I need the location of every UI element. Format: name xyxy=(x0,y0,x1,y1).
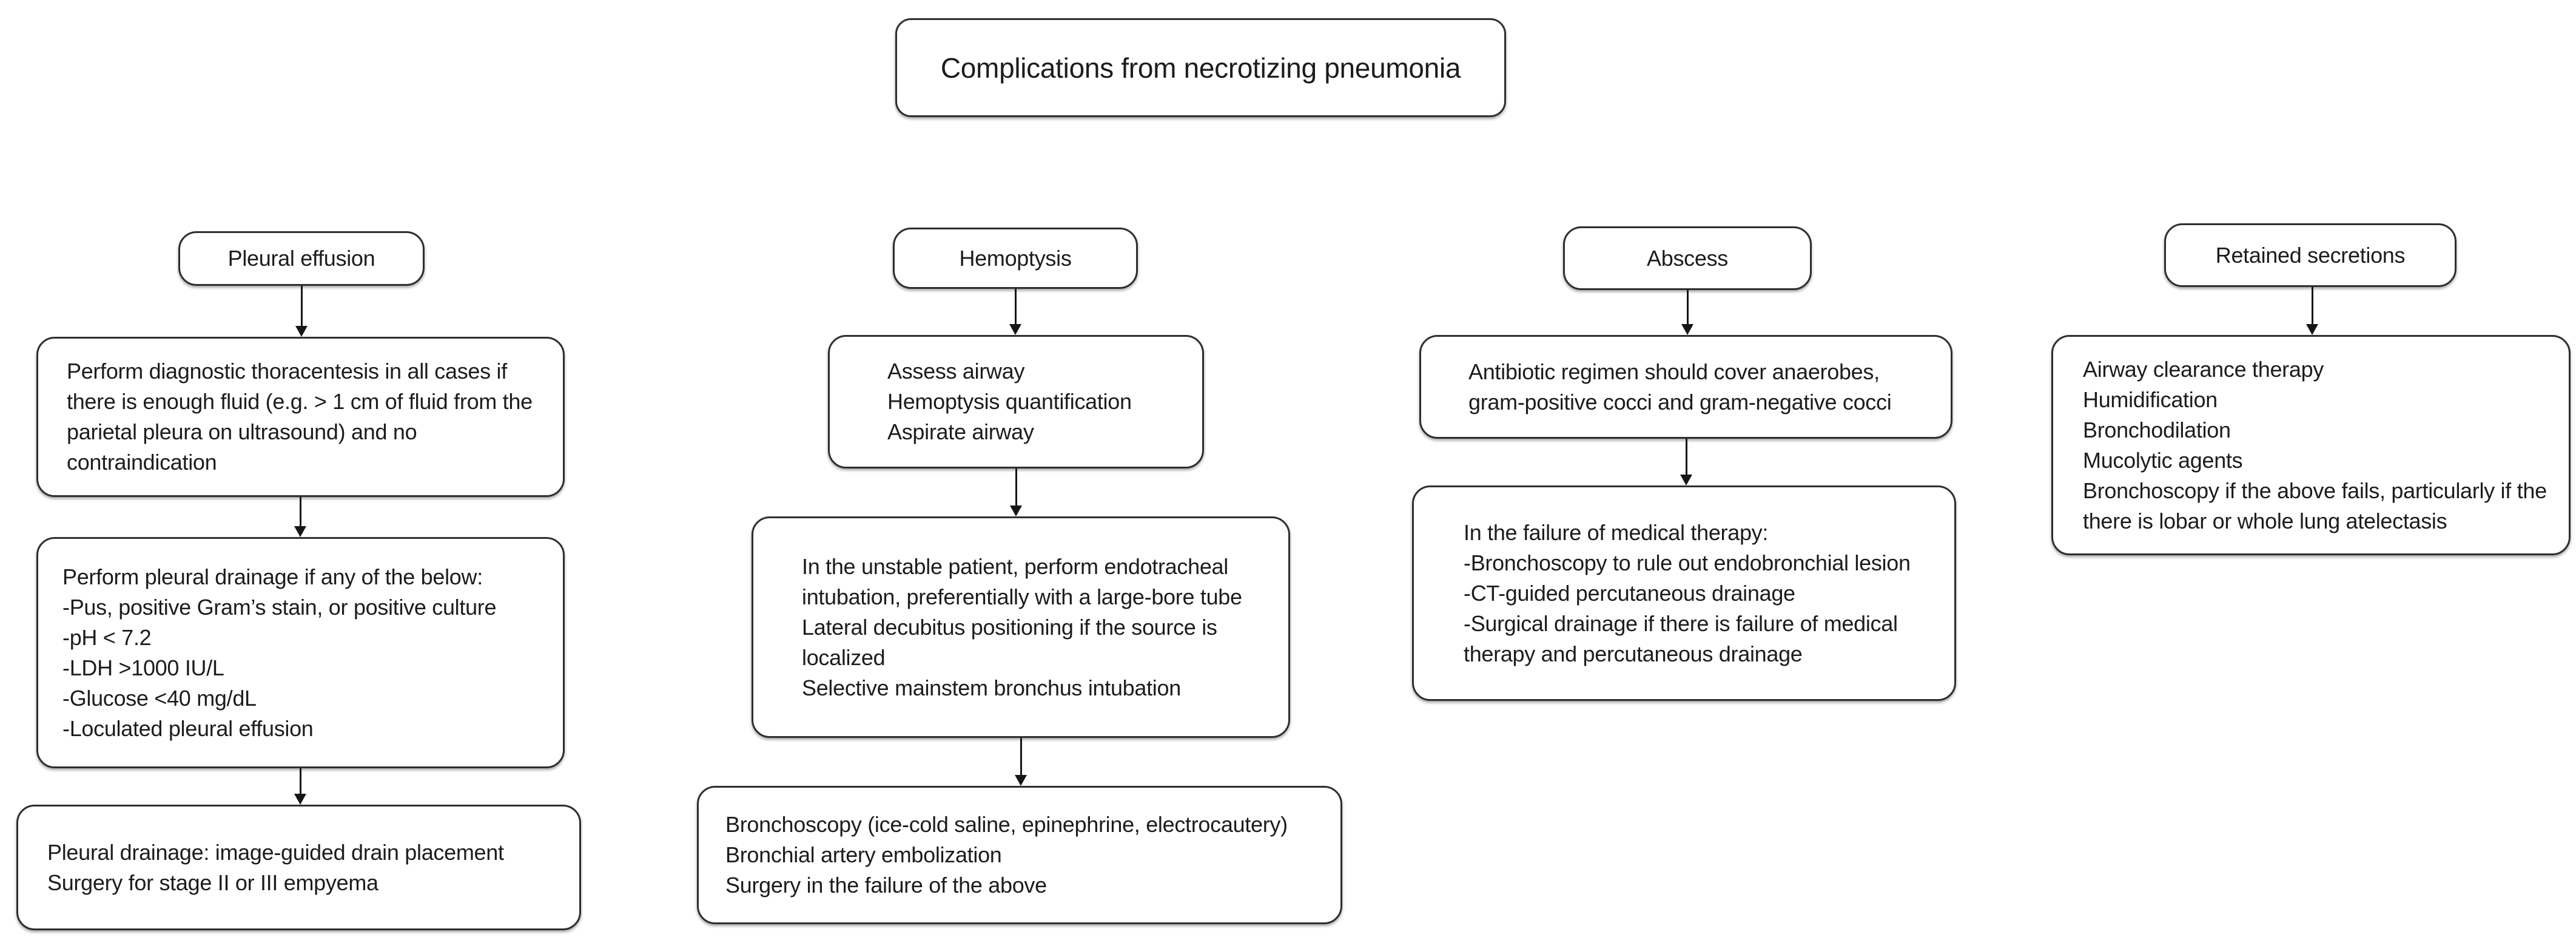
title-text: Complications from necrotizing pneumonia xyxy=(940,52,1461,84)
box-text-line: Bronchoscopy (ice-cold saline, epinephri… xyxy=(725,812,1288,837)
flow-arrow xyxy=(1681,290,1693,335)
box-text-line: -Bronchoscopy to rule out endobronchial … xyxy=(1464,550,1911,575)
arrow-shaft xyxy=(299,497,301,528)
flow-arrow xyxy=(295,286,308,337)
box-text-line: -Loculated pleural effusion xyxy=(62,715,314,741)
box-text-line: Perform pleural drainage if any of the b… xyxy=(62,564,483,589)
arrow-head-icon xyxy=(294,794,306,805)
box-text-line: -Pus, positive Gram’s stain, or positive… xyxy=(62,594,497,620)
box-pleural-drainage-criteria: Perform pleural drainage if any of the b… xyxy=(36,537,565,768)
arrow-head-icon xyxy=(1681,324,1693,335)
box-diagnostic-thoracentesis: Perform diagnostic thoracentesis in all … xyxy=(36,337,565,497)
box-failure-of-medical-therapy: In the failure of medical therapy: -Bron… xyxy=(1412,485,1956,701)
box-text-line: Perform diagnostic thoracentesis in all … xyxy=(67,359,533,475)
box-airway-clearance: Airway clearance therapy Humidification … xyxy=(2051,335,2571,555)
column-header-label: Retained secretions xyxy=(2215,242,2406,268)
arrow-shaft xyxy=(1020,738,1022,777)
arrow-shaft xyxy=(299,768,301,796)
column-header-abscess: Abscess xyxy=(1563,226,1812,290)
arrow-head-icon xyxy=(2306,324,2318,335)
box-bronchoscopy-embolization-surgery: Bronchoscopy (ice-cold saline, epinephri… xyxy=(697,786,1342,924)
box-text-line: In the failure of medical therapy: xyxy=(1464,519,1769,545)
box-antibiotic-regimen: Antibiotic regimen should cover anaerobe… xyxy=(1419,335,1952,439)
box-assess-airway: Assess airway Hemoptysis quantification … xyxy=(828,335,1204,468)
box-text-line: Antibiotic regimen should cover anaerobe… xyxy=(1468,359,1892,414)
box-text-line: Bronchoscopy if the above fails, particu… xyxy=(2083,478,2547,533)
arrow-shaft xyxy=(1686,290,1689,326)
arrow-head-icon xyxy=(295,326,308,337)
flow-arrow xyxy=(2306,287,2318,335)
box-pleural-drainage-treatment: Pleural drainage: image-guided drain pla… xyxy=(16,805,581,930)
box-text-line: Selective mainstem bronchus intubation xyxy=(802,675,1181,700)
box-text-line: Bronchodilation xyxy=(2083,417,2231,442)
arrow-head-icon xyxy=(1015,775,1027,786)
arrow-shaft xyxy=(1014,289,1017,326)
column-header-pleural-effusion: Pleural effusion xyxy=(178,231,425,286)
box-text-line: Assess airway xyxy=(887,359,1025,384)
box-text-line: Surgery in the failure of the above xyxy=(725,873,1047,898)
flow-arrow xyxy=(294,768,306,805)
box-text-line: -LDH >1000 IU/L xyxy=(62,655,224,680)
box-text-line: In the unstable patient, perform endotra… xyxy=(802,553,1242,609)
arrow-shaft xyxy=(1685,439,1687,476)
flow-arrow xyxy=(1015,738,1027,786)
column-header-label: Pleural effusion xyxy=(227,246,375,271)
arrow-head-icon xyxy=(1009,324,1021,335)
flow-arrow xyxy=(1680,439,1692,485)
box-text-line: Aspirate airway xyxy=(887,419,1034,444)
column-header-label: Hemoptysis xyxy=(959,245,1072,271)
column-header-retained-secretions: Retained secretions xyxy=(2164,223,2457,287)
column-header-hemoptysis: Hemoptysis xyxy=(893,228,1138,289)
flow-arrow xyxy=(294,497,306,537)
box-text-line: Humidification xyxy=(2083,387,2218,412)
box-text-line: -pH < 7.2 xyxy=(62,624,152,650)
box-text-line: Airway clearance therapy xyxy=(2083,356,2324,382)
box-text-line: Surgery for stage II or III empyema xyxy=(47,870,378,895)
arrow-shaft xyxy=(2311,287,2313,326)
box-text-line: -Glucose <40 mg/dL xyxy=(62,685,257,711)
arrow-head-icon xyxy=(1010,506,1022,516)
box-text-line: Lateral decubitus positioning if the sou… xyxy=(802,614,1217,670)
box-text-line: Pleural drainage: image-guided drain pla… xyxy=(47,839,504,865)
arrow-shaft xyxy=(300,286,303,328)
flow-arrow xyxy=(1010,468,1022,516)
box-text-line: Mucolytic agents xyxy=(2083,447,2243,473)
box-unstable-patient-intubation: In the unstable patient, perform endotra… xyxy=(752,516,1290,738)
box-text-line: -CT-guided percutaneous drainage xyxy=(1464,580,1795,606)
flow-arrow xyxy=(1009,289,1021,335)
column-header-label: Abscess xyxy=(1647,245,1728,271)
arrow-head-icon xyxy=(1680,475,1692,485)
arrow-shaft xyxy=(1015,468,1017,507)
title-box: Complications from necrotizing pneumonia xyxy=(895,18,1506,117)
box-text-line: Hemoptysis quantification xyxy=(887,389,1132,414)
arrow-head-icon xyxy=(294,526,306,537)
box-text-line: Bronchial artery embolization xyxy=(725,842,1002,867)
box-text-line: -Surgical drainage if there is failure o… xyxy=(1464,610,1898,666)
